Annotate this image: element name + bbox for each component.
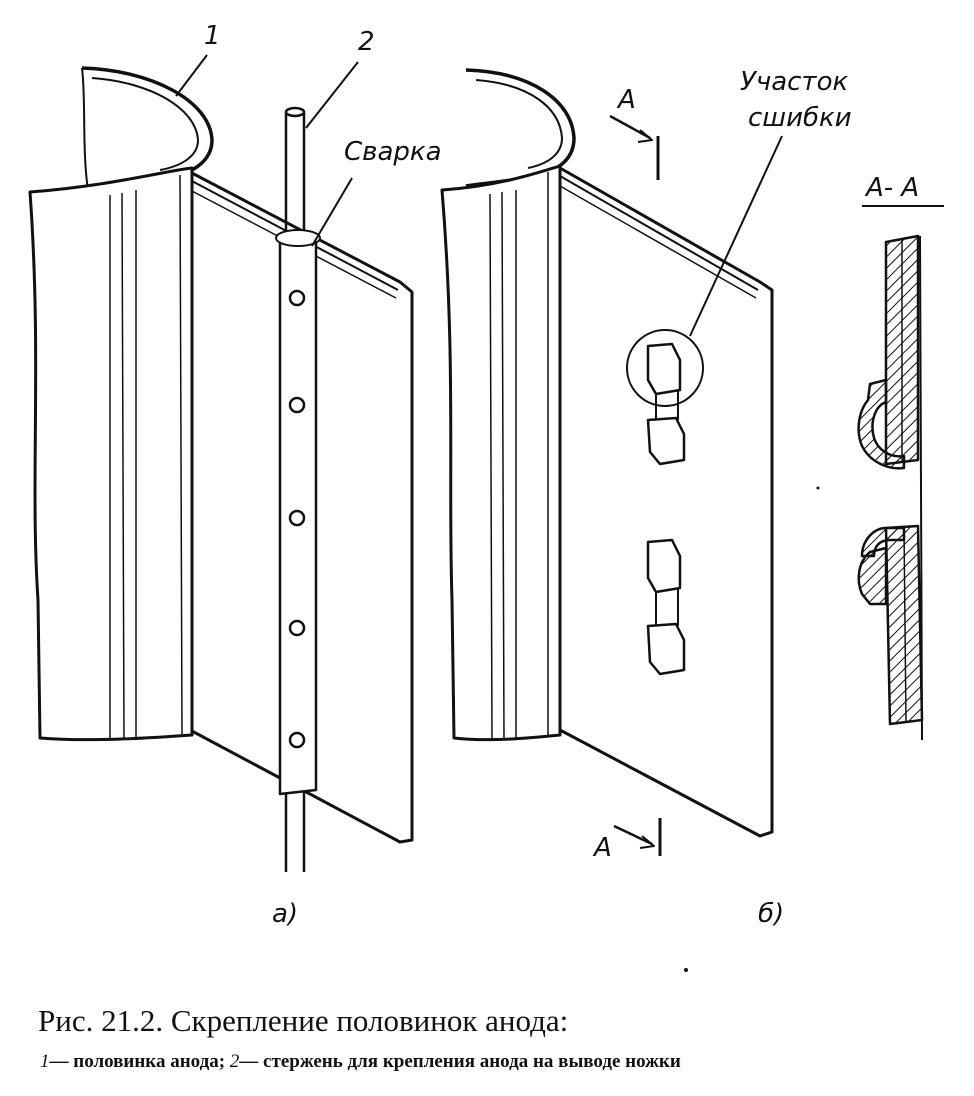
legend-item2-number: 2 — [229, 1051, 240, 1072]
print-dot — [816, 486, 820, 490]
label-bend-area-line1: Участок — [740, 67, 848, 97]
legend-item2-text: — стержень для крепления анода на выводе… — [239, 1051, 681, 1072]
label-section-mark-top: А — [616, 85, 636, 115]
legend-item1-number: 1 — [40, 1051, 50, 1072]
anode-variant-b-drawing — [440, 68, 783, 856]
label-half-number: 1 — [204, 21, 221, 51]
anode-variant-a-drawing — [28, 54, 414, 872]
label-rod-number: 2 — [358, 27, 375, 57]
label-welding: Сварка — [344, 137, 442, 167]
label-bend-area-line2: сшибки — [748, 103, 852, 133]
label-variant-a: а) — [272, 899, 298, 929]
figure-caption-title: Рис. 21.2. Скрепление половинок анода: — [38, 1003, 569, 1038]
section-a-a-drawing — [857, 205, 944, 741]
legend-item1-text: — половинка анода; — [49, 1051, 230, 1072]
label-variant-b: б) — [758, 899, 784, 929]
label-section-title: А- А — [864, 173, 919, 203]
print-dot — [684, 968, 688, 972]
label-section-mark-bottom: А — [592, 833, 612, 863]
figure-caption-legend: 1— половинка анода; 2— стержень для креп… — [40, 1051, 681, 1073]
